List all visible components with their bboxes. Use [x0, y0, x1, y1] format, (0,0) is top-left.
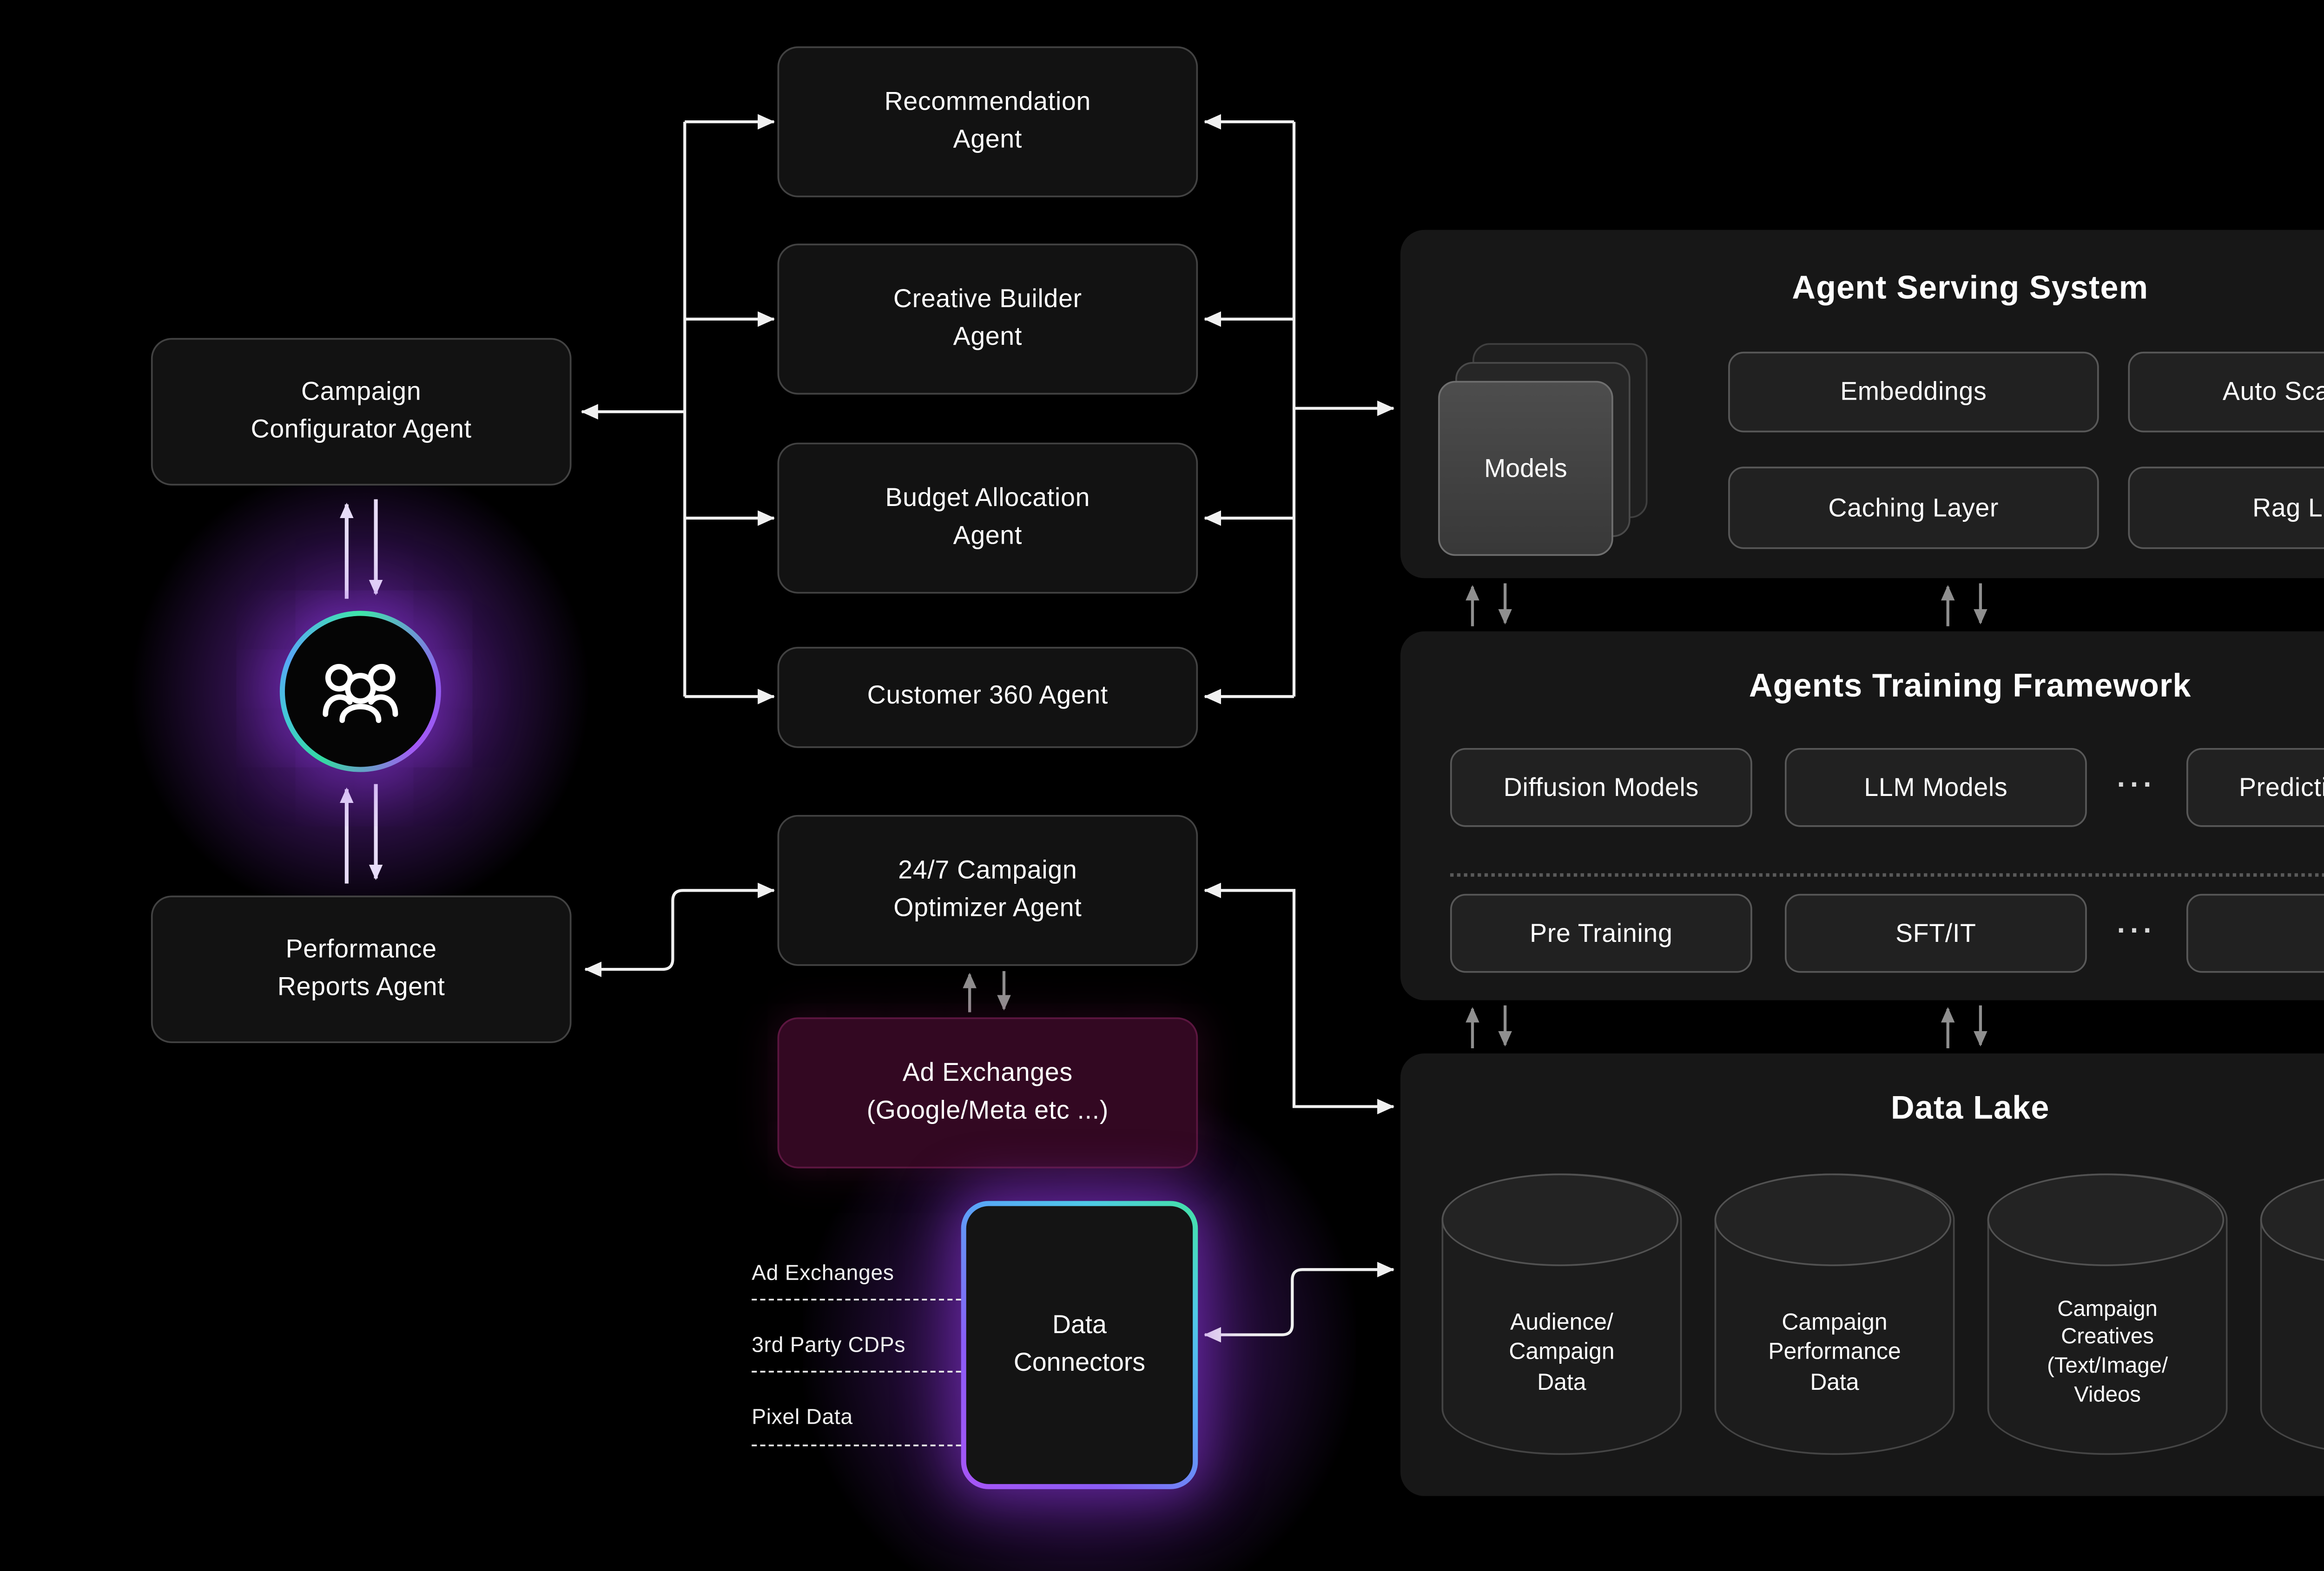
cylinder-top [1441, 1173, 1679, 1266]
gray-connectors [963, 583, 1987, 1048]
rl-pill: RL [2186, 894, 2324, 973]
people-group-icon [323, 664, 398, 723]
data-lake-title: Data Lake [1891, 1091, 2050, 1127]
reports-optimizer-link [584, 882, 775, 977]
rag-layer-pill: Rag Layer [2128, 467, 2324, 549]
dashed-lead-2 [752, 1371, 961, 1373]
audience-campaign-data-cylinder: Audience/ Campaign Data [1441, 1173, 1682, 1455]
agents-training-framework-panel: Agents Training Framework Diffusion Mode… [1400, 631, 2324, 1000]
hub-circle [284, 616, 436, 767]
models-card-front: Models [1438, 381, 1613, 556]
campaign-configurator-agent-box: Campaign Configurator Agent [151, 338, 572, 486]
data-connectors-frame: Data Connectors [961, 1201, 1198, 1489]
dashed-lead-3 [752, 1444, 961, 1446]
cylinder-label: Audience/ Campaign Data [1509, 1308, 1615, 1394]
budget-allocation-agent-box: Budget Allocation Agent [777, 442, 1198, 594]
data-connectors-box: Data Connectors [966, 1206, 1193, 1484]
models-ellipsis: ··· [2117, 769, 2157, 802]
optimizer-datalake-link [1204, 882, 1394, 1115]
campaign-optimizer-agent-box: 24/7 Campaign Optimizer Agent [777, 815, 1198, 966]
embeddings-pill: Embeddings [1728, 351, 2099, 433]
dashed-lead-1 [752, 1299, 961, 1301]
diffusion-models-pill: Diffusion Models [1450, 748, 1752, 827]
campaign-creatives-cylinder: Campaign Creatives (Text/Image/ Videos [1987, 1173, 2228, 1455]
sft-it-pill: SFT/IT [1784, 894, 2087, 973]
cylinder-label: Campaign Competitor Data [2262, 1261, 2324, 1443]
llm-models-pill: LLM Models [1784, 748, 2087, 827]
serving-system-title: Agent Serving System [1792, 271, 2149, 307]
ad-exchanges-box: Ad Exchanges (Google/Meta etc ...) [777, 1017, 1198, 1169]
stages-ellipsis: ··· [2117, 914, 2157, 947]
predictive-models-pill: Predictive Models [2186, 748, 2324, 827]
source-label-ad-exchanges: Ad Exchanges [752, 1261, 894, 1285]
cylinder-top [2260, 1173, 2324, 1266]
customer-360-agent-box: Customer 360 Agent [777, 646, 1198, 748]
cylinder-label: Campaign Performance Data [1768, 1308, 1901, 1394]
source-label-3rd-party-cdps: 3rd Party CDPs [752, 1333, 906, 1357]
white-connectors [581, 114, 1394, 1343]
caching-layer-pill: Caching Layer [1728, 467, 2099, 549]
hub-ring [279, 611, 441, 772]
connectors-datalake-link [1204, 1262, 1394, 1343]
auto-scalability-pill: Auto Scalability [2128, 351, 2324, 433]
campaign-performance-data-cylinder: Campaign Performance Data [1714, 1173, 1955, 1455]
pre-training-pill: Pre Training [1450, 894, 1752, 973]
lavender-connectors [340, 499, 383, 884]
training-divider [1450, 873, 2324, 877]
source-label-pixel-data: Pixel Data [752, 1405, 853, 1429]
cylinder-top [1714, 1173, 1952, 1266]
cylinder-label: Campaign Creatives (Text/Image/ Videos [2047, 1295, 2168, 1407]
training-framework-title: Agents Training Framework [1749, 669, 2192, 705]
campaign-competitor-data-cylinder: Campaign Competitor Data [2260, 1173, 2324, 1455]
agent-serving-system-panel: Agent Serving System Models Embeddings A… [1400, 230, 2324, 578]
recommendation-agent-box: Recommendation Agent [777, 46, 1198, 197]
cylinder-top [1987, 1173, 2225, 1266]
performance-reports-agent-box: Performance Reports Agent [151, 895, 572, 1043]
creative-builder-agent-box: Creative Builder Agent [777, 243, 1198, 395]
data-lake-panel: Data Lake Audience/ Campaign Data Campai… [1400, 1053, 2324, 1496]
